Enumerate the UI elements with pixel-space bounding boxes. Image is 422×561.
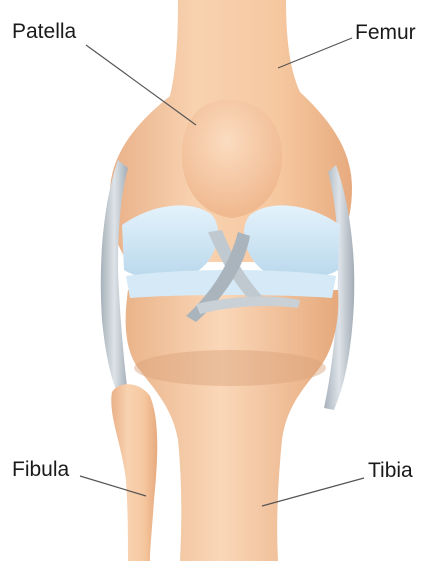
fibula-label: Fibula (12, 459, 69, 480)
tibia-shadow (134, 350, 326, 386)
patella-label: Patella (12, 21, 76, 42)
femur-label: Femur (355, 22, 416, 43)
medial-cartilage (122, 205, 218, 278)
fibula-bone (111, 384, 157, 561)
tibia-label: Tibia (368, 460, 413, 481)
lateral-cartilage (244, 205, 340, 278)
tibia-bone (126, 290, 339, 561)
